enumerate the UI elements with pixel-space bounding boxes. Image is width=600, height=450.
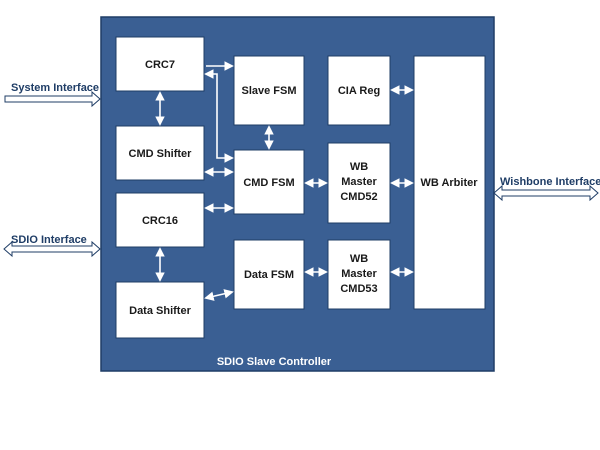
cia-reg-label: CIA Reg: [338, 85, 380, 97]
cmd-shifter-label: CMD Shifter: [129, 148, 193, 160]
wb-cmd53-line2: Master: [341, 268, 377, 280]
internal-arrows: [155, 61, 414, 301]
wishbone-interface-label: Wishbone Interface: [500, 176, 600, 188]
wb-arbiter-block: [413, 55, 486, 310]
crc16-label: CRC16: [142, 215, 178, 227]
cmd-shifter-block: [115, 125, 205, 181]
cmd-fsm-block: [233, 149, 305, 215]
cmd-fsm-label: CMD FSM: [243, 177, 294, 189]
arrow-datashifter-datafsm: [204, 289, 234, 301]
data-fsm-block: [233, 239, 305, 310]
wishbone-interface-arrow: [493, 184, 599, 202]
controller-label: SDIO Slave Controller: [217, 356, 332, 368]
wb-cmd52-line3: CMD52: [340, 191, 377, 203]
wb-arbiter-label: WB Arbiter: [420, 177, 478, 189]
wb-cmd52-line1: WB: [350, 161, 368, 173]
sdio-interface-arrow: [3, 240, 101, 258]
arrow-crc7-cmdfsm: [204, 69, 234, 163]
crc7-label: CRC7: [145, 59, 175, 71]
data-shifter-label: Data Shifter: [129, 305, 191, 317]
crc16-block: [115, 192, 205, 248]
wb-cmd53-line3: CMD53: [340, 283, 377, 295]
wb-master-cmd53-block: [327, 239, 391, 310]
data-shifter-block: [115, 281, 205, 339]
data-fsm-label: Data FSM: [244, 269, 294, 281]
sdio-interface-label: SDIO Interface: [11, 234, 87, 246]
system-interface-label: System Interface: [11, 82, 99, 94]
slave-fsm-block: [233, 55, 305, 126]
wb-master-cmd52-block: [327, 142, 391, 224]
crc7-block: [115, 36, 205, 92]
cia-reg-block: [327, 55, 391, 126]
slave-fsm-label: Slave FSM: [241, 85, 296, 97]
wb-cmd53-line1: WB: [350, 253, 368, 265]
wb-cmd52-line2: Master: [341, 176, 377, 188]
system-interface-arrow: [4, 90, 101, 108]
